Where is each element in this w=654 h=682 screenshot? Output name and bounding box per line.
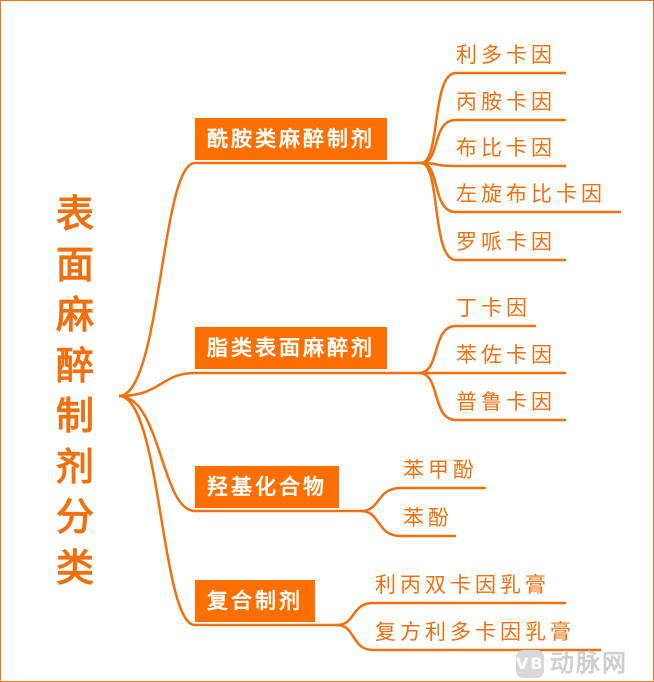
leaf-item[interactable]: 丙胺卡因 xyxy=(456,90,556,114)
leaf-item[interactable]: 复方利多卡因乳膏 xyxy=(375,620,575,644)
branch-hydroxy-compounds[interactable]: 羟基化合物 xyxy=(195,466,339,508)
watermark-text: 动脉网 xyxy=(550,649,628,677)
leaf-item[interactable]: 苯甲酚 xyxy=(403,458,478,482)
leaf-item[interactable]: 苯佐卡因 xyxy=(456,343,556,367)
leaf-item[interactable]: 罗哌卡因 xyxy=(456,230,556,254)
root-topic: 表面麻醉制剂分类 xyxy=(55,192,94,590)
branch-compound-preparations[interactable]: 复合制剂 xyxy=(195,580,315,622)
leaf-item[interactable]: 丁卡因 xyxy=(456,296,531,320)
branch-amide-anesthetics[interactable]: 酰胺类麻醉制剂 xyxy=(195,118,387,160)
leaf-item[interactable]: 普鲁卡因 xyxy=(456,390,556,414)
leaf-item[interactable]: 布比卡因 xyxy=(456,136,556,160)
leaf-item[interactable]: 利多卡因 xyxy=(456,43,556,67)
branch-ester-anesthetics[interactable]: 脂类表面麻醉剂 xyxy=(195,327,387,369)
watermark-logo-icon: VB xyxy=(516,650,544,678)
leaf-item[interactable]: 左旋布比卡因 xyxy=(456,182,606,206)
leaf-item[interactable]: 苯酚 xyxy=(403,506,453,530)
leaf-item[interactable]: 利丙双卡因乳膏 xyxy=(375,573,550,597)
